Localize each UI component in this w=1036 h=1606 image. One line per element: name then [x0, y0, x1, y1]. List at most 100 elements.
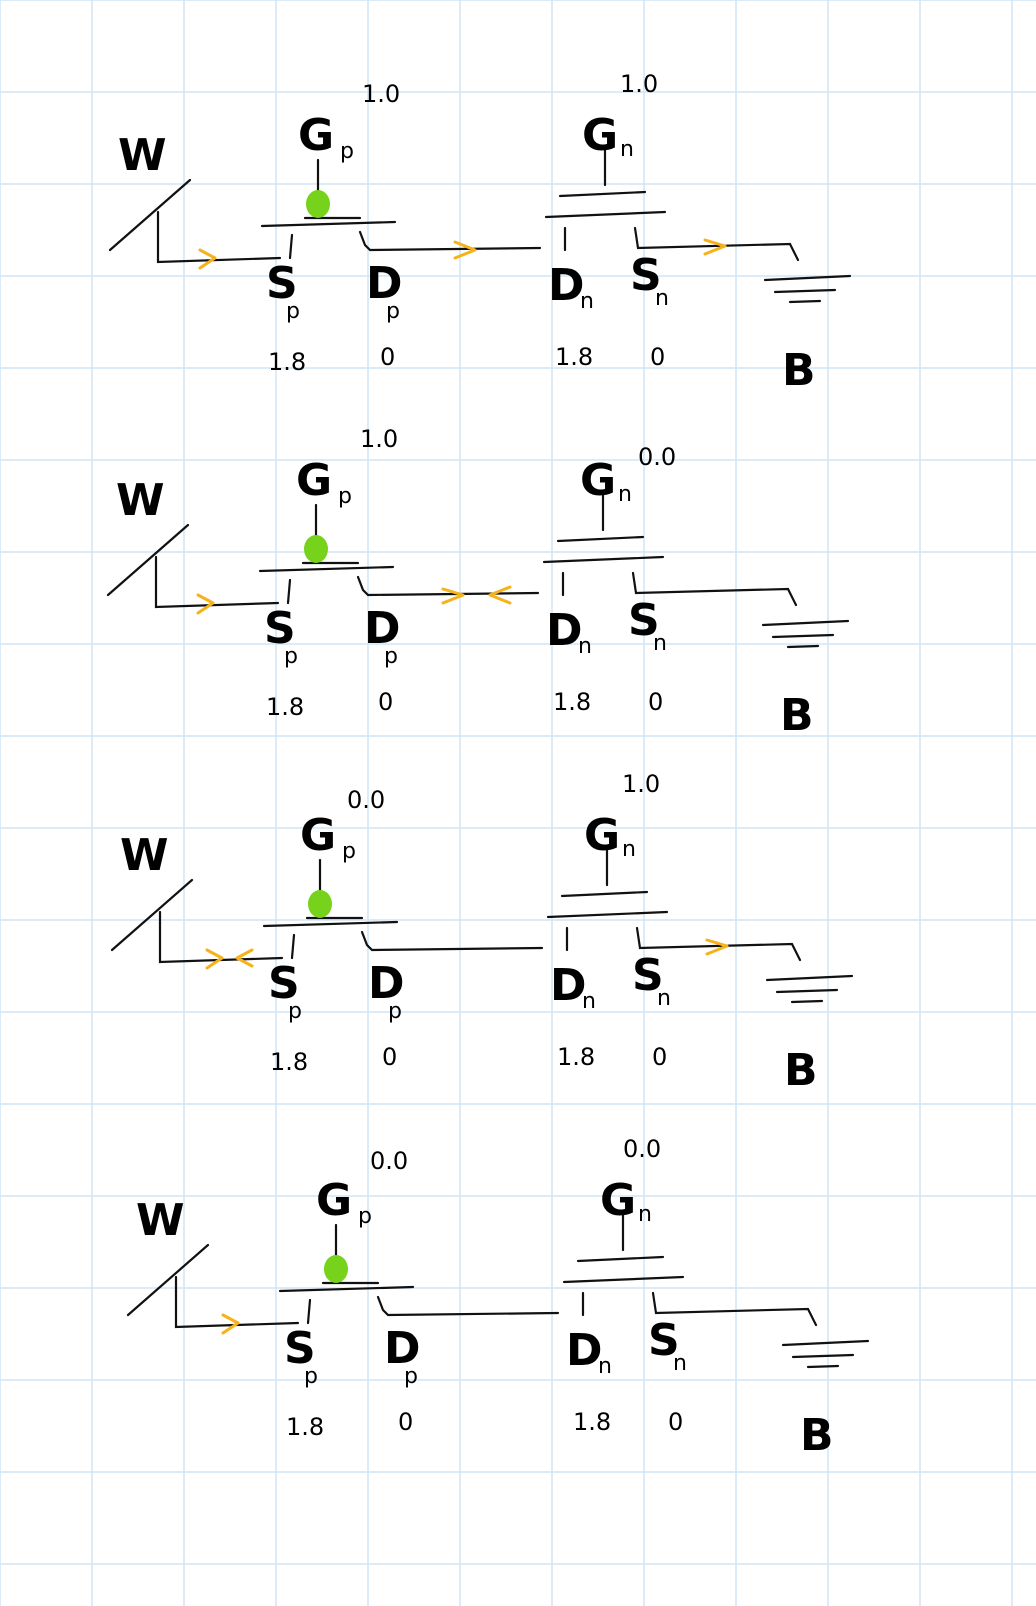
sp-value: 1.8	[268, 348, 306, 376]
arrow-nmos-drain	[488, 585, 512, 605]
dp-value: 0	[398, 1408, 413, 1436]
dn-sub-label: n	[598, 1354, 612, 1379]
arrow-nmos-source	[705, 938, 729, 956]
sp-value: 1.8	[286, 1413, 324, 1441]
dn-value: 1.8	[557, 1043, 595, 1071]
arrow-drain-link	[453, 240, 477, 260]
dn-label: D	[546, 605, 583, 656]
gn-label: G	[582, 110, 618, 161]
dp-sub-label: p	[386, 299, 400, 324]
dp-sub-label: p	[404, 1364, 418, 1389]
gp-label: G	[316, 1175, 352, 1226]
dp-value: 0	[382, 1043, 397, 1071]
dn-label: D	[548, 260, 585, 311]
arrow-nmos-source	[703, 238, 727, 256]
gp-sub-label: p	[338, 484, 352, 509]
circuit-diagram-2: W G p 1.0 G n 0.0 S p D p D n S n 1.8 0 …	[106, 425, 850, 741]
gp-value: 1.0	[360, 425, 398, 453]
dn-value: 1.8	[553, 688, 591, 716]
dn-label: D	[566, 1325, 603, 1376]
dp-sub-label: p	[384, 644, 398, 669]
gn-sub-label: n	[618, 482, 632, 507]
sn-value: 0	[668, 1408, 683, 1436]
sn-sub-label: n	[653, 631, 667, 656]
gn-value: 1.0	[622, 770, 660, 798]
circuit-diagram-1: W G p 1.0 G n 1.0 S p D p D n S n 1.8 0 …	[108, 70, 852, 396]
gp-value: 0.0	[370, 1147, 408, 1175]
w-label: W	[116, 475, 165, 526]
gate-dot	[306, 190, 330, 218]
gn-sub-label: n	[622, 837, 636, 862]
b-label: B	[784, 1045, 818, 1096]
gate-dot	[308, 890, 332, 918]
dp-label: D	[368, 958, 405, 1009]
dp-value: 0	[378, 688, 393, 716]
circuit-diagram-4: W G p 0.0 G n 0.0 S p D p D n S n 1.8 0 …	[126, 1135, 870, 1461]
sp-label: S	[266, 258, 298, 309]
arrow-drain-link	[441, 587, 465, 605]
sn-sub-label: n	[657, 986, 671, 1011]
sn-sub-label: n	[673, 1351, 687, 1376]
gp-label: G	[296, 455, 332, 506]
gn-sub-label: n	[638, 1202, 652, 1227]
gn-value: 0.0	[623, 1135, 661, 1163]
b-label: B	[782, 345, 816, 396]
w-label: W	[136, 1195, 185, 1246]
sn-value: 0	[652, 1043, 667, 1071]
sp-value: 1.8	[270, 1048, 308, 1076]
w-label: W	[120, 830, 169, 881]
dn-sub-label: n	[582, 989, 596, 1014]
gp-label: G	[298, 110, 334, 161]
gate-dot	[324, 1255, 348, 1283]
sp-value: 1.8	[266, 693, 304, 721]
sn-label: S	[630, 250, 662, 301]
w-label: W	[118, 130, 167, 181]
sn-value: 0	[648, 688, 663, 716]
gp-label: G	[300, 810, 336, 861]
arrow-source	[221, 1313, 240, 1335]
arrow-source-back	[235, 948, 254, 968]
gn-sub-label: n	[620, 137, 634, 162]
dn-value: 1.8	[555, 343, 593, 371]
sp-label: S	[264, 603, 296, 654]
sn-label: S	[628, 595, 660, 646]
gate-dot	[304, 535, 328, 563]
dn-value: 1.8	[573, 1408, 611, 1436]
dp-label: D	[364, 603, 401, 654]
dn-sub-label: n	[580, 289, 594, 314]
gn-value: 1.0	[620, 70, 658, 98]
gn-label: G	[600, 1175, 636, 1226]
sp-sub-label: p	[286, 299, 300, 324]
gn-label: G	[584, 810, 620, 861]
dp-sub-label: p	[388, 999, 402, 1024]
arrow-source	[205, 948, 224, 970]
dp-label: D	[366, 258, 403, 309]
sn-value: 0	[650, 343, 665, 371]
arrow-source	[198, 248, 217, 270]
dn-sub-label: n	[578, 634, 592, 659]
gn-label: G	[580, 455, 616, 506]
gp-sub-label: p	[358, 1204, 372, 1229]
circuit-diagram-3: W G p 0.0 G n 1.0 S p D p D n S n 1.8 0 …	[110, 770, 854, 1096]
sp-sub-label: p	[284, 644, 298, 669]
sn-label: S	[648, 1315, 680, 1366]
sp-sub-label: p	[304, 1364, 318, 1389]
sn-label: S	[632, 950, 664, 1001]
sp-label: S	[268, 958, 300, 1009]
arrow-source	[196, 593, 215, 615]
b-label: B	[780, 690, 814, 741]
sp-sub-label: p	[288, 999, 302, 1024]
gp-sub-label: p	[342, 839, 356, 864]
sp-label: S	[284, 1323, 316, 1374]
gp-value: 0.0	[347, 786, 385, 814]
gn-value: 0.0	[638, 443, 676, 471]
gp-sub-label: p	[340, 139, 354, 164]
gp-value: 1.0	[362, 80, 400, 108]
dp-label: D	[384, 1323, 421, 1374]
dp-value: 0	[380, 343, 395, 371]
sn-sub-label: n	[655, 286, 669, 311]
b-label: B	[800, 1410, 834, 1461]
dn-label: D	[550, 960, 587, 1011]
